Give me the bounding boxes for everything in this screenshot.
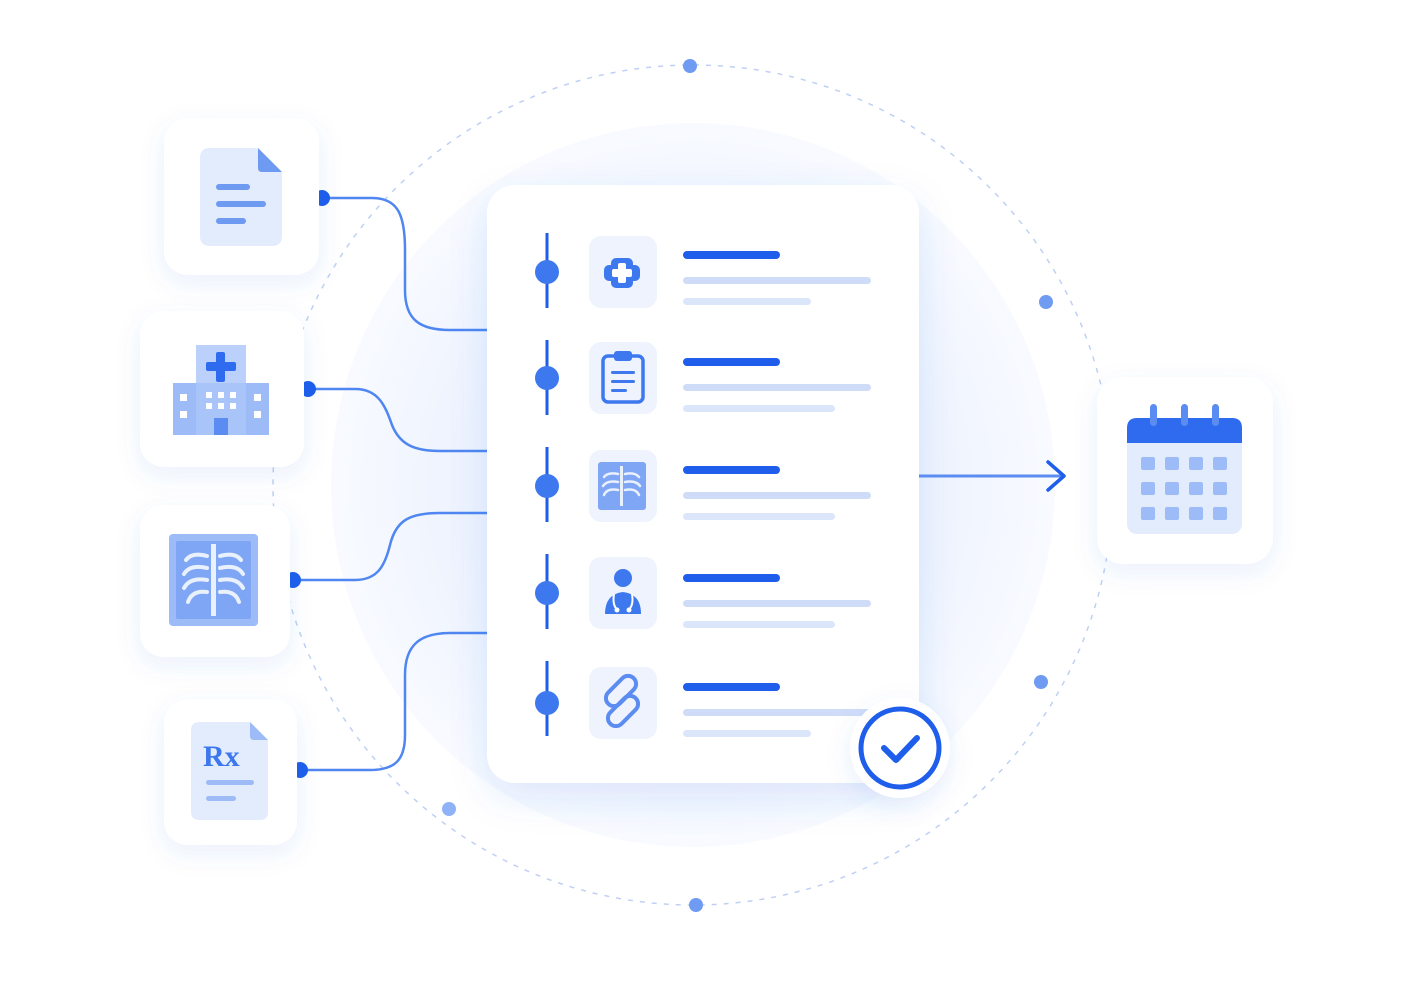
entry-text-bar (683, 709, 871, 716)
entry-title-bar (683, 466, 780, 474)
timeline-node (535, 366, 559, 390)
record-entry (535, 450, 871, 522)
connector-endpoints (285, 190, 330, 778)
record-entry (535, 236, 871, 308)
connector-document (322, 196, 487, 332)
lungs-xray-icon (598, 462, 646, 510)
record-card (487, 185, 919, 783)
entry-text-bar (683, 298, 811, 305)
source-card-prescription: Rx (164, 699, 297, 845)
entry-text-bar (683, 513, 835, 520)
check-icon (881, 735, 920, 763)
orbit-dot (689, 898, 703, 912)
record-entry (535, 342, 871, 414)
xray-icon (169, 534, 258, 626)
entry-text-bar (683, 621, 835, 628)
entry-title-bar (683, 574, 780, 582)
entry-title-bar (683, 358, 780, 366)
connector-prescription (300, 631, 487, 772)
entry-title-bar (683, 251, 780, 259)
entry-text-bar (683, 277, 871, 284)
timeline-node (535, 474, 559, 498)
verified-badge (850, 698, 950, 798)
connector-hospital (308, 387, 487, 453)
check-ring (858, 706, 942, 790)
document-icon (200, 148, 282, 246)
destination-card-calendar (1097, 377, 1273, 564)
source-connectors (293, 196, 487, 772)
source-card-document (164, 118, 319, 275)
entry-text-bar (683, 405, 835, 412)
connector-xray (293, 511, 487, 582)
entry-text-bar (683, 384, 871, 391)
entry-title-bar (683, 683, 780, 691)
rx-glyph: Rx (203, 740, 240, 773)
doctor-icon (605, 569, 641, 614)
timeline-node (535, 581, 559, 605)
arrow-right-icon (919, 460, 1066, 492)
orbit-dot (683, 59, 697, 73)
source-card-hospital (140, 311, 304, 467)
entry-text-bar (683, 730, 811, 737)
timeline-node (535, 260, 559, 284)
orbit-dot (442, 802, 456, 816)
record-entry (535, 667, 871, 739)
hospital-icon (173, 345, 269, 435)
record-entry (535, 557, 871, 629)
prescription-icon: Rx (191, 722, 268, 820)
entry-text-bar (683, 600, 871, 607)
orbit-dot (1039, 295, 1053, 309)
medical-cross-icon (604, 258, 640, 288)
calendar-icon (1127, 404, 1242, 534)
pills-icon (603, 673, 641, 729)
source-card-xray (140, 505, 290, 657)
orbit-dots (442, 59, 1053, 912)
entry-text-bar (683, 492, 871, 499)
orbit-dot (1034, 675, 1048, 689)
timeline-node (535, 691, 559, 715)
clipboard-icon (601, 351, 645, 404)
